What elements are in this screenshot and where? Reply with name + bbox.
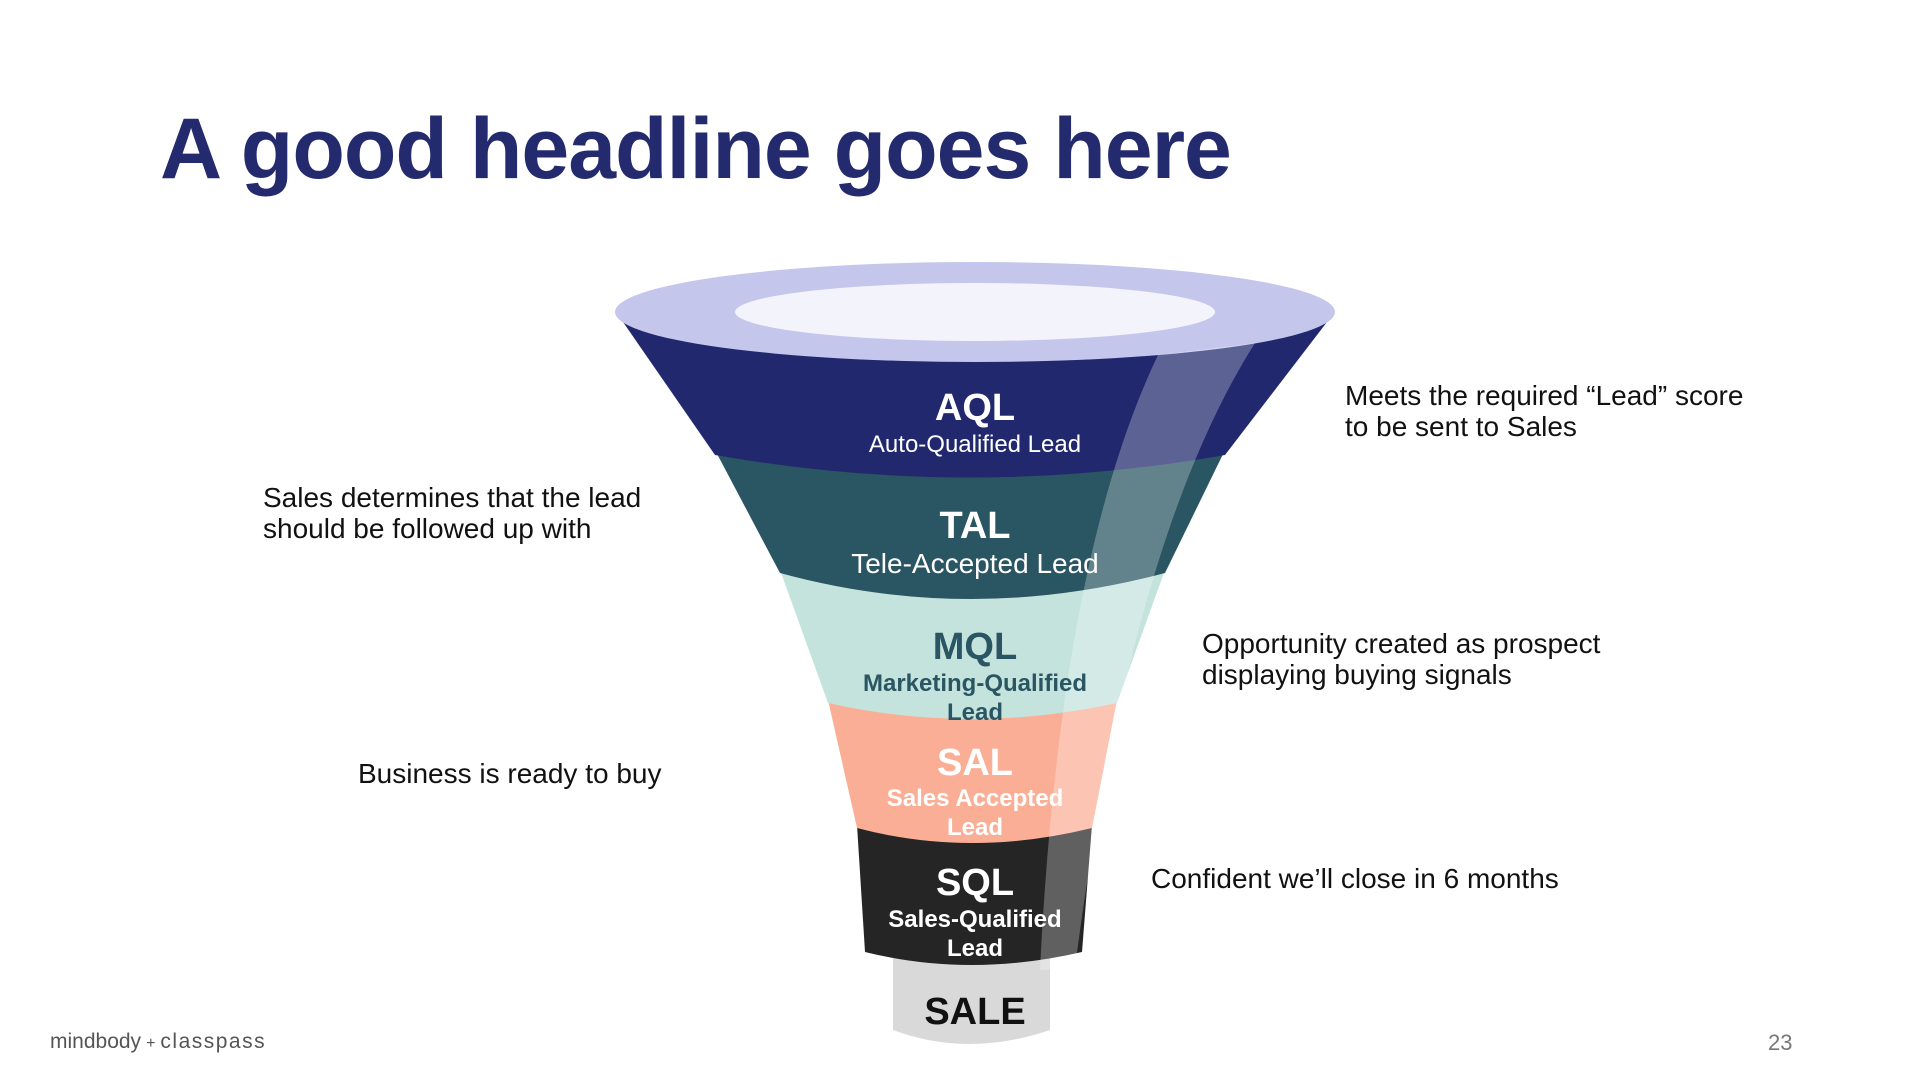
annotation-tal-line1: Sales determines that the lead: [263, 482, 642, 513]
funnel-rim: [615, 262, 1335, 362]
brand-logo: mindbody+classpass: [50, 1030, 266, 1054]
sql-name-line2: Lead: [947, 935, 1003, 962]
annotation-sal: Business is ready to buy: [358, 758, 662, 789]
sql-name-line1: Sales-Qualified: [888, 906, 1061, 933]
aql-name: Auto-Qualified Lead: [869, 431, 1081, 458]
sal-code: SAL: [937, 742, 1013, 784]
mql-code: MQL: [933, 626, 1017, 668]
tal-code: TAL: [939, 505, 1010, 547]
annotation-mql-line2: displaying buying signals: [1202, 659, 1512, 690]
annotation-mql: Opportunity created as prospect displayi…: [1202, 628, 1600, 690]
funnel-stage-aql: [623, 322, 1327, 478]
annotation-sql: Confident we’ll close in 6 months: [1151, 863, 1559, 894]
funnel-stage-mql: [780, 570, 1165, 719]
annotation-tal-line2: should be followed up with: [263, 513, 592, 544]
slide-headline: A good headline goes here: [160, 101, 1232, 197]
aql-code: AQL: [935, 387, 1015, 429]
funnel-stage-tal: [715, 450, 1225, 599]
annotation-sal-line1: Business is ready to buy: [358, 758, 662, 789]
mql-name-line1: Marketing-Qualified: [863, 670, 1087, 697]
funnel-highlight: [1040, 343, 1255, 970]
annotation-mql-line1: Opportunity created as prospect: [1202, 628, 1601, 659]
annotation-tal: Sales determines that the lead should be…: [263, 482, 641, 544]
annotation-aql-line2: to be sent to Sales: [1345, 411, 1577, 442]
annotation-sql-line1: Confident we’ll close in 6 months: [1151, 863, 1559, 894]
sal-name-line1: Sales Accepted: [887, 785, 1064, 812]
mql-name-line2: Lead: [947, 699, 1003, 726]
sale-code: SALE: [924, 991, 1025, 1033]
funnel-stage-sale: [893, 955, 1050, 1044]
tal-name: Tele-Accepted Lead: [851, 548, 1099, 579]
sql-code: SQL: [936, 862, 1014, 904]
annotation-aql: Meets the required “Lead” score to be se…: [1345, 380, 1743, 442]
sal-name-line2: Lead: [947, 814, 1003, 841]
funnel-stage-sql: [857, 825, 1092, 965]
funnel-stage-sal: [828, 700, 1117, 843]
brand-plus: +: [146, 1035, 156, 1052]
brand-mindbody: mindbody: [50, 1030, 142, 1053]
annotation-aql-line1: Meets the required “Lead” score: [1345, 380, 1744, 411]
page-number: 23: [1768, 1030, 1793, 1055]
brand-classpass: classpass: [160, 1030, 267, 1053]
